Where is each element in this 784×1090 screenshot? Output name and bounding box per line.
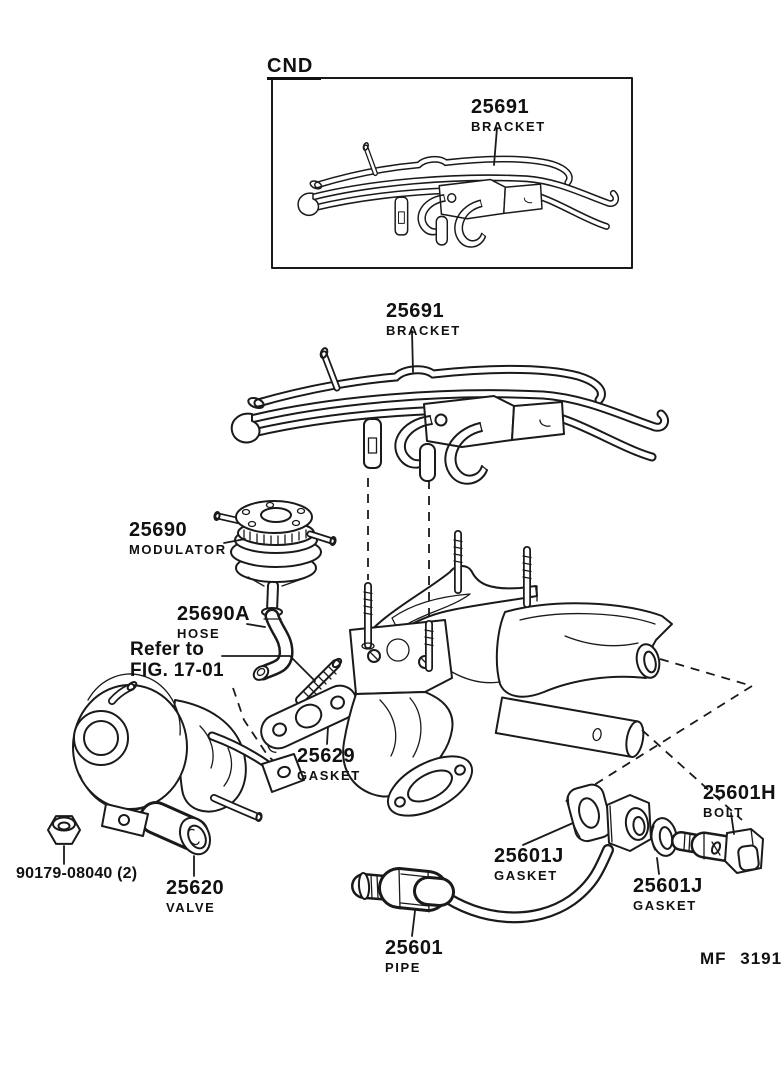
part-name: BRACKET — [471, 119, 546, 134]
union-fitting-drawing — [606, 794, 652, 852]
part-number: 25601 — [385, 937, 444, 959]
part-number: 90179-08040 (2) — [16, 865, 138, 882]
label-modulator: 25690 MODULATOR — [129, 520, 227, 557]
label-pipe: 25601 PIPE — [385, 938, 443, 975]
stud-drawing — [295, 657, 343, 705]
part-name: BRACKET — [386, 323, 461, 338]
label-nut: 90179-08040 (2) — [16, 865, 138, 883]
label-valve: 25620 VALVE — [166, 878, 224, 915]
manifold-studs — [361, 530, 532, 672]
part-name: GASKET — [297, 768, 361, 783]
part-number: 25690 — [129, 519, 188, 541]
nut-drawing — [47, 815, 81, 845]
manifold-drawing — [342, 530, 673, 817]
part-name: HOSE — [177, 626, 221, 641]
refer-note-line2: FIG. 17-01 — [130, 660, 224, 682]
label-union-bolt: 25601H BOLT — [703, 783, 776, 820]
bracket-main-drawing — [230, 347, 670, 485]
part-number: 25620 — [166, 877, 225, 899]
label-pipe-gasket-outer: 25601J GASKET — [633, 876, 703, 913]
part-number: 25601H — [703, 782, 777, 804]
hose-drawing — [252, 608, 294, 681]
label-hose: 25690A HOSE — [177, 604, 250, 641]
pipe-drawing — [351, 844, 614, 924]
part-name: GASKET — [633, 898, 697, 913]
part-number: 25690A — [177, 603, 251, 625]
figure-code: MF 3191 — [700, 950, 782, 968]
part-number: 25629 — [297, 745, 356, 767]
egr-valve-drawing — [72, 673, 305, 856]
label-bracket-inset: 25691 BRACKET — [471, 97, 546, 134]
bracket-inset-drawing — [298, 142, 616, 247]
inset-box — [271, 77, 633, 269]
part-name: MODULATOR — [129, 542, 227, 557]
part-number: 25691 — [386, 300, 445, 322]
refer-note: Refer to FIG. 17-01 — [130, 639, 224, 682]
label-bracket-main: 25691 BRACKET — [386, 301, 461, 338]
part-number: 25601J — [633, 875, 703, 897]
part-name: VALVE — [166, 900, 216, 915]
part-name: GASKET — [494, 868, 558, 883]
label-egr-gasket: 25629 GASKET — [297, 746, 361, 783]
refer-note-line1: Refer to — [130, 639, 205, 660]
leader-lines — [63, 127, 735, 937]
label-pipe-gasket-inner: 25601J GASKET — [494, 846, 564, 883]
inset-title: CND — [267, 55, 322, 80]
inset-title-text: CND — [267, 55, 322, 80]
part-number: 25601J — [494, 845, 564, 867]
part-name: BOLT — [703, 805, 744, 820]
figure-code-text: MF 3191 — [700, 949, 783, 968]
part-number: 25691 — [471, 96, 530, 118]
modulator-drawing — [213, 500, 337, 617]
union-bolt-drawing — [671, 828, 764, 874]
part-name: PIPE — [385, 960, 422, 975]
pipe-gasket-inner-drawing — [566, 783, 613, 843]
